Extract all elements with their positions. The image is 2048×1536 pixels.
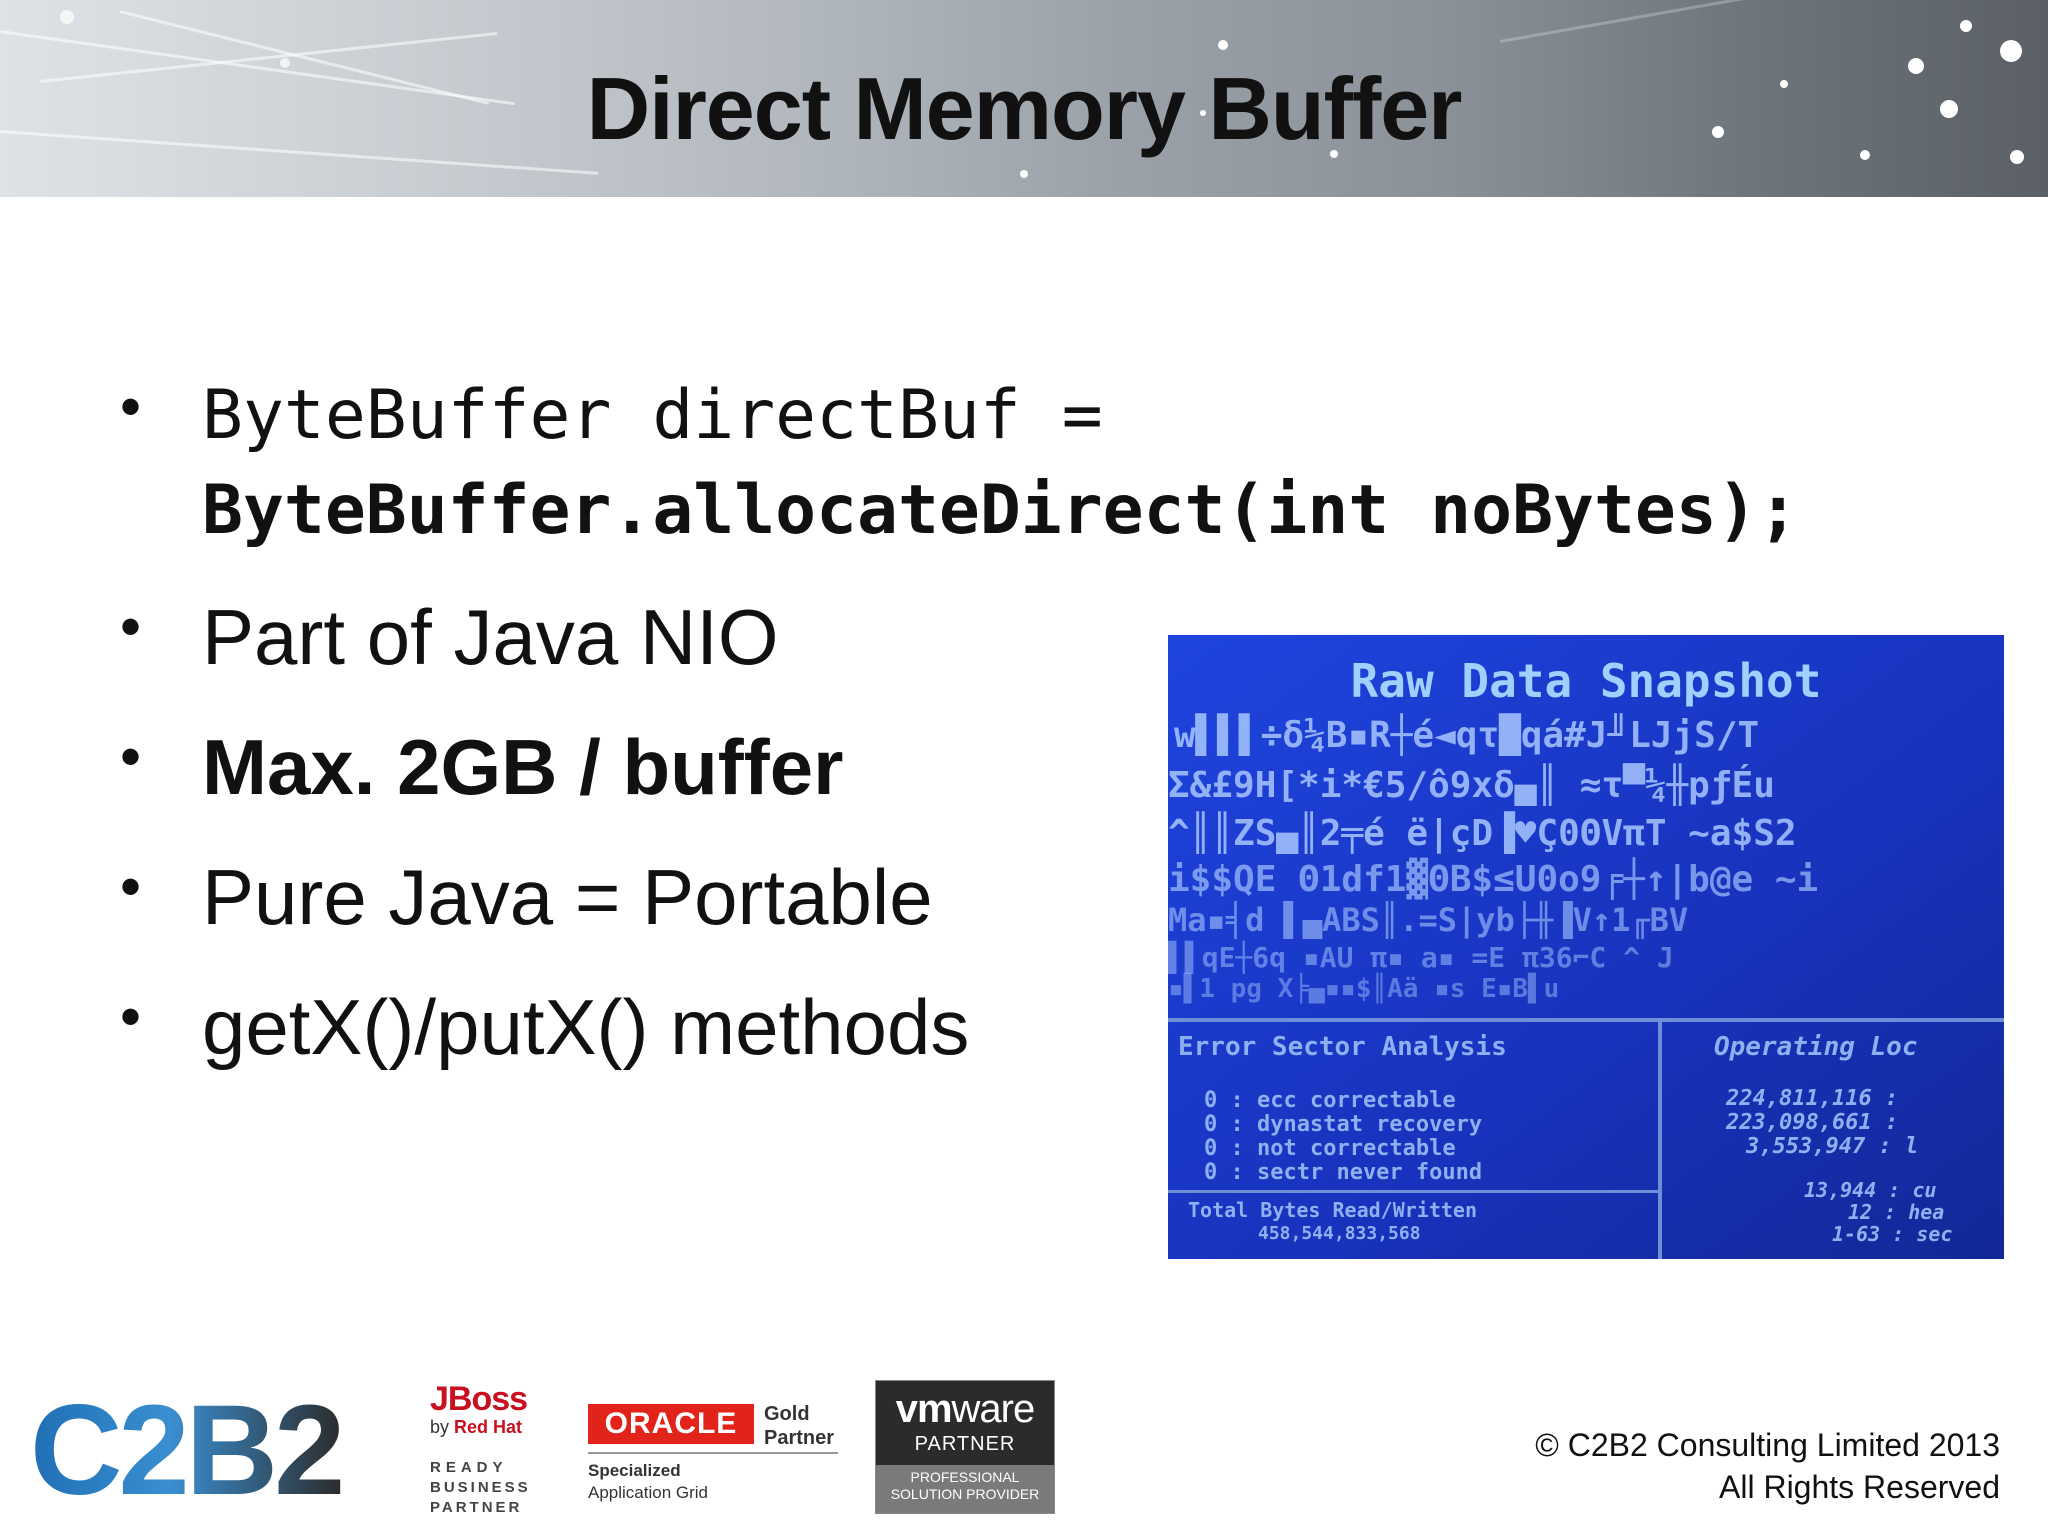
bullet-symbol: •	[120, 983, 142, 1050]
jboss-wordmark: JBoss	[430, 1380, 528, 1418]
garbage-line: ▌▌qE┼6q ▪AU π▪ a▪ =E π36⌐C ^ J	[1168, 940, 1674, 974]
fiber-light	[1780, 80, 1788, 88]
garbage-line: ^║║ZS▄║2╤é ë|çD▐♥Ç0ΘVπT ~a$S2	[1168, 811, 1797, 854]
raw-data-snapshot-image: Raw Data Snapshot w▌▌▌÷δ¼B▪R┼é◄qτ█qá#J╜L…	[1168, 635, 2004, 1259]
fiber-light	[1960, 20, 1972, 32]
right-row: 13,944 : cu	[1804, 1178, 1936, 1202]
fiber-light	[1200, 110, 1206, 116]
fiber-light	[1712, 126, 1724, 138]
oracle-partner-logo: ORACLE Gold Partner Specialized Applicat…	[586, 1400, 846, 1510]
solution-provider-text: SOLUTION PROVIDER	[890, 1486, 1040, 1502]
oracle-wordmark: ORACLE	[588, 1404, 754, 1444]
oracle-rule	[588, 1452, 838, 1454]
fiber-streak	[1499, 0, 2013, 43]
professional-text: PROFESSIONAL	[910, 1469, 1020, 1485]
jboss-partner-logo: JBoss by Red Hat READY BUSINESS PARTNER	[430, 1380, 550, 1520]
gold-text: Gold	[764, 1403, 810, 1425]
fiber-light	[1940, 100, 1958, 118]
left-total-value: 458,544,833,568	[1258, 1223, 1421, 1244]
fiber-light	[2010, 150, 2024, 164]
garbage-line: w▌▌▌÷δ¼B▪R┼é◄qτ█qá#J╜LJjS/T	[1174, 713, 1759, 756]
bullet-symbol: •	[120, 593, 142, 660]
left-row: 0 : sectr never found	[1204, 1160, 1482, 1185]
vm-text: vm	[895, 1387, 953, 1431]
code-line-2: ByteBuffer.allocateDirect(int noBytes);	[202, 471, 1799, 550]
bullet-code: ByteBuffer directBuf = ByteBuffer.alloca…	[202, 368, 1799, 558]
jboss-redhat: Red Hat	[454, 1417, 523, 1437]
left-row: 0 : dynastat recovery	[1204, 1112, 1482, 1137]
vmware-partner-logo: vmware PARTNER PROFESSIONAL SOLUTION PRO…	[875, 1380, 1055, 1514]
header-banner: Direct Memory Buffer	[0, 0, 2048, 197]
oracle-gold-partner: Gold Partner	[764, 1402, 834, 1450]
copyright-line-2: All Rights Reserved	[1719, 1469, 2000, 1505]
fiber-light	[1218, 40, 1228, 50]
copyright-notice: © C2B2 Consulting Limited 2013 All Right…	[1535, 1424, 2000, 1508]
bullet-symbol: •	[120, 723, 142, 790]
right-row: 3,553,947 : l	[1745, 1134, 1918, 1159]
right-row: 12 : hea	[1848, 1200, 1944, 1224]
partner-text: Partner	[764, 1427, 835, 1449]
fiber-light	[60, 10, 74, 24]
snapshot-drawing: Raw Data Snapshot w▌▌▌÷δ¼B▪R┼é◄qτ█qá#J╜L…	[1168, 635, 2004, 1259]
ware-text: ware	[951, 1387, 1036, 1431]
right-row: 224,811,116 :	[1725, 1086, 1898, 1111]
fiber-light	[1860, 150, 1870, 160]
fiber-light	[280, 58, 290, 68]
garbage-line: Ma▪╡d ▌▄ABS║.=S|yb├╫▐V↑1╓BV	[1168, 900, 1688, 940]
screen-bg	[1168, 635, 2004, 1259]
panel-divider	[1168, 1190, 1658, 1193]
garbage-line: Σ&£9H[*i*€5/ô9xδ▄║ ≈τ▀¼╫pƒÉu	[1168, 763, 1775, 806]
partner-text: PARTNER	[430, 1499, 523, 1516]
specialized-text: Specialized	[588, 1461, 681, 1480]
snapshot-heading: Raw Data Snapshot	[1351, 654, 1822, 708]
bullet-text: getX()/putX() methods	[202, 983, 970, 1071]
right-row: 223,098,661 :	[1725, 1110, 1898, 1135]
left-total: Total Bytes Read/Written	[1188, 1198, 1477, 1222]
ready-text: READY	[430, 1459, 508, 1476]
left-row: 0 : ecc correctable	[1204, 1088, 1456, 1113]
bullet-text: Max. 2GB / buffer	[202, 723, 844, 811]
vmware-psp: PROFESSIONAL SOLUTION PROVIDER	[876, 1469, 1054, 1503]
bullet-text: Part of Java NIO	[202, 593, 779, 681]
right-row: 1-63 : sec	[1832, 1222, 1952, 1246]
panel-divider	[1168, 1018, 2004, 1022]
panel-divider	[1658, 1018, 1662, 1259]
fiber-light	[1020, 170, 1028, 178]
left-row: 0 : not correctable	[1204, 1136, 1456, 1161]
slide-title: Direct Memory Buffer	[586, 59, 1463, 158]
bullet-symbol: •	[120, 373, 142, 440]
jboss-by: by	[430, 1417, 450, 1437]
left-panel-title: Error Sector Analysis	[1178, 1032, 1507, 1062]
bullet-text: Pure Java = Portable	[202, 853, 933, 941]
garbage-line: ▪▌1 pg X╞▄▪▪$║Aä ▪s E▪B▌u	[1168, 972, 1559, 1004]
fiber-light	[1330, 150, 1338, 158]
jboss-ready-partner: READY BUSINESS PARTNER	[430, 1458, 550, 1518]
oracle-specialization: Specialized Application Grid	[588, 1460, 708, 1504]
business-text: BUSINESS	[430, 1479, 531, 1496]
fiber-light	[1908, 58, 1924, 74]
fiber-light	[2000, 40, 2022, 62]
code-line-1: ByteBuffer directBuf =	[202, 376, 1103, 455]
vmware-partner-text: PARTNER	[914, 1433, 1016, 1455]
jboss-byline: by Red Hat	[430, 1417, 550, 1438]
c2b2-wordmark: C2B2	[30, 1390, 341, 1510]
copyright-line-1: © C2B2 Consulting Limited 2013	[1535, 1427, 2000, 1463]
garbage-line: i$$QE Θ1df1▓ΘB$≤U0o9╒┼↑|b@e ~i	[1168, 857, 1818, 900]
vmware-wordmark: vmware	[876, 1387, 1054, 1432]
application-grid-text: Application Grid	[588, 1483, 709, 1502]
c2b2-logo: C2B2	[30, 1390, 345, 1510]
bullet-symbol: •	[120, 853, 142, 920]
right-panel-title: Operating Loc	[1714, 1032, 1918, 1062]
vmware-lower-band	[876, 1465, 1054, 1513]
